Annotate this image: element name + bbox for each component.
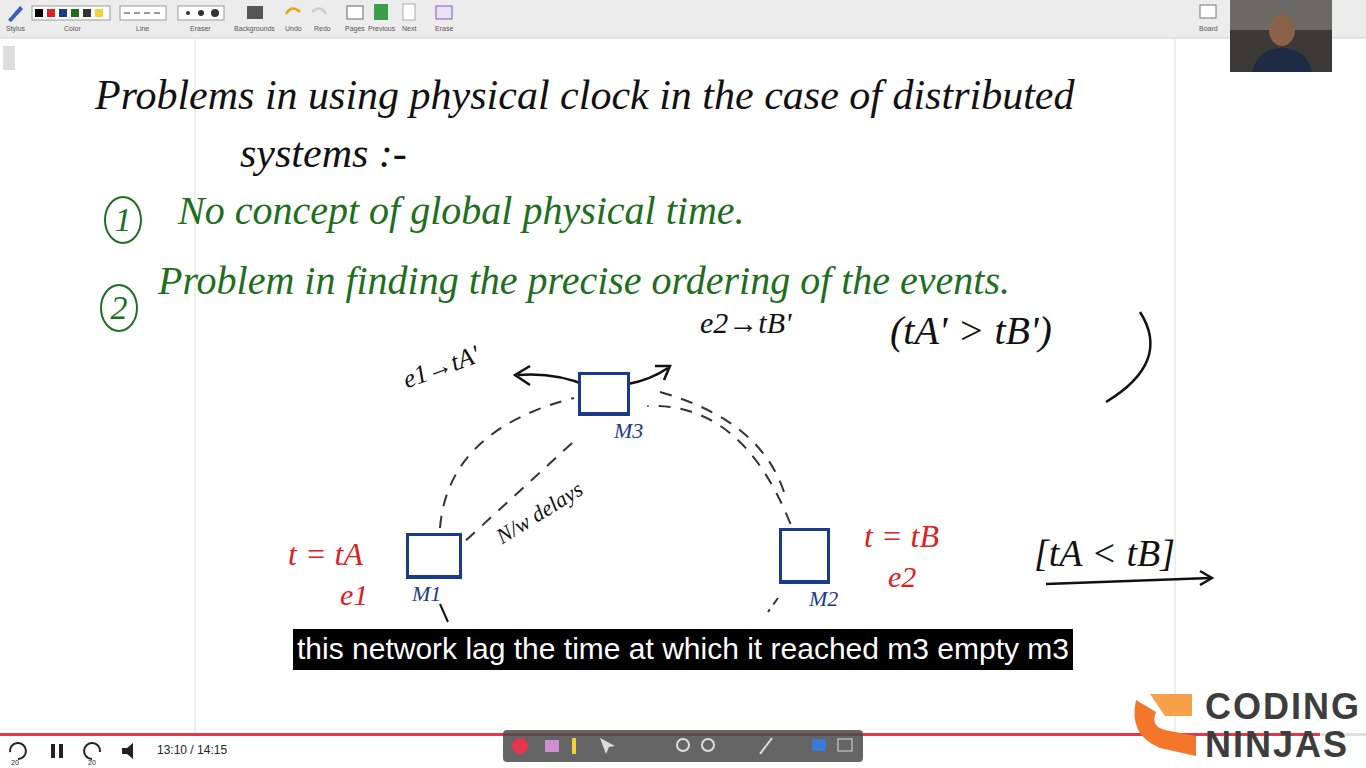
timestamp-note: t = tA: [288, 536, 363, 573]
previous-icon: [374, 4, 388, 20]
pages-icon: [347, 6, 363, 19]
next-icon: [403, 4, 415, 20]
link-label: N/w delays: [489, 474, 590, 551]
rewind-icon: [10, 743, 26, 759]
volume-icon: [122, 743, 133, 759]
color-swatch: [83, 9, 91, 17]
board-icon: [1200, 5, 1216, 18]
webcam-frame: [1230, 0, 1332, 72]
point-text: No concept of global physical time.: [178, 188, 745, 234]
dashed-connector: [647, 406, 790, 524]
machine-name: M1: [406, 579, 462, 606]
undo-icon: [286, 8, 300, 14]
line-tool: [760, 738, 772, 754]
margin-line: [1174, 39, 1176, 733]
color-swatch: [95, 9, 103, 17]
point-text: Problem in finding the precise ordering …: [158, 258, 1010, 304]
handwritten-title: Problems in using physical clock in the …: [95, 66, 1200, 182]
timecode: 13:10 / 14:15: [157, 744, 227, 758]
machine-outline: [779, 528, 830, 584]
machine-outline: [578, 372, 630, 416]
erase-icon: [436, 6, 452, 19]
annotation-toolbar: [503, 730, 863, 762]
machine-box: M3: [578, 372, 643, 443]
time-comparison: (tA' > tB'): [890, 308, 1052, 354]
toolbar-label: Stylus: [6, 25, 25, 33]
marker-tool: [572, 738, 576, 754]
arrow-head: [1200, 571, 1212, 585]
eraser-picker: [178, 6, 224, 20]
bracket-curve: [1106, 312, 1150, 402]
toolbar-label: Previous: [368, 25, 395, 33]
event-note: e1→tA': [399, 340, 484, 395]
underline: [1046, 578, 1210, 584]
forward-icon: [84, 743, 100, 759]
eraser-dot: [211, 9, 219, 17]
toolbar-bar: [0, 0, 1366, 38]
pen-tool: [512, 738, 528, 754]
redo-icon: [312, 8, 326, 14]
logo-text: NINJAS: [1205, 724, 1349, 765]
time-comparison: [tA < tB]: [1034, 532, 1175, 576]
toolbar-label: Eraser: [190, 25, 211, 33]
machine-box: M2: [779, 528, 838, 611]
subtitle-caption: this network lag the time at which it re…: [293, 629, 1073, 670]
logo-text: CODING: [1205, 686, 1361, 727]
pause-icon: [59, 744, 63, 758]
event-note: e2→tB': [700, 306, 791, 341]
machine-box: M1: [406, 533, 462, 606]
line-sample: [124, 13, 162, 14]
toolbar-label: Redo: [314, 25, 331, 33]
toolbar-label: Line: [136, 25, 149, 33]
circled-number: 1: [104, 196, 142, 244]
event-name: e1: [340, 578, 368, 613]
margin-line: [194, 39, 196, 733]
pointer-tool: [600, 738, 615, 754]
toolbar-label: Color: [64, 25, 81, 33]
webcam-body: [1252, 48, 1312, 72]
skip-seconds: 20: [88, 759, 96, 767]
toolbar-label: Pages: [345, 25, 365, 33]
shape-tool: [838, 739, 852, 751]
logo-mark: [1150, 694, 1192, 716]
machine-outline: [406, 533, 462, 579]
leader-stroke: [440, 604, 448, 622]
dashed-stroke: [768, 598, 778, 612]
circled-number: 2: [100, 284, 138, 332]
arrow-head: [655, 366, 670, 380]
side-tab: [3, 46, 15, 70]
color-swatch: [71, 9, 79, 17]
pause-icon: [51, 744, 55, 758]
timestamp-note: t = tB: [864, 518, 939, 555]
color-swatch: [59, 9, 67, 17]
skip-seconds: 20: [11, 759, 19, 767]
webcam-head: [1269, 14, 1295, 46]
eraser-dot: [198, 10, 204, 16]
color-swatch: [35, 9, 43, 17]
network-link: [647, 406, 790, 524]
zoom-tool: [702, 739, 714, 751]
backgrounds-icon: [247, 6, 263, 19]
eraser-tool: [545, 740, 559, 752]
dashed-arc: [660, 392, 784, 492]
toolbar-label: Next: [402, 25, 416, 33]
color-palette: [32, 6, 110, 20]
arrow-head: [515, 366, 530, 385]
eraser-dot: [186, 11, 190, 15]
machine-name: M3: [578, 416, 643, 443]
line-picker: [120, 6, 166, 20]
event-name: e2: [888, 560, 916, 595]
toolbar-border: [0, 38, 1366, 39]
toolbar-label: Backgrounds: [234, 25, 275, 33]
toolbar-label: Erase: [435, 25, 453, 33]
zoom-tool: [677, 739, 689, 751]
stylus-icon: [8, 6, 23, 22]
color-swatch: [47, 9, 55, 17]
toolbar-label: Undo: [285, 25, 302, 33]
toolbar-label: Board: [1199, 25, 1218, 33]
shape-tool: [812, 739, 826, 751]
message-arrow: [628, 368, 668, 384]
machine-name: M2: [779, 584, 838, 611]
